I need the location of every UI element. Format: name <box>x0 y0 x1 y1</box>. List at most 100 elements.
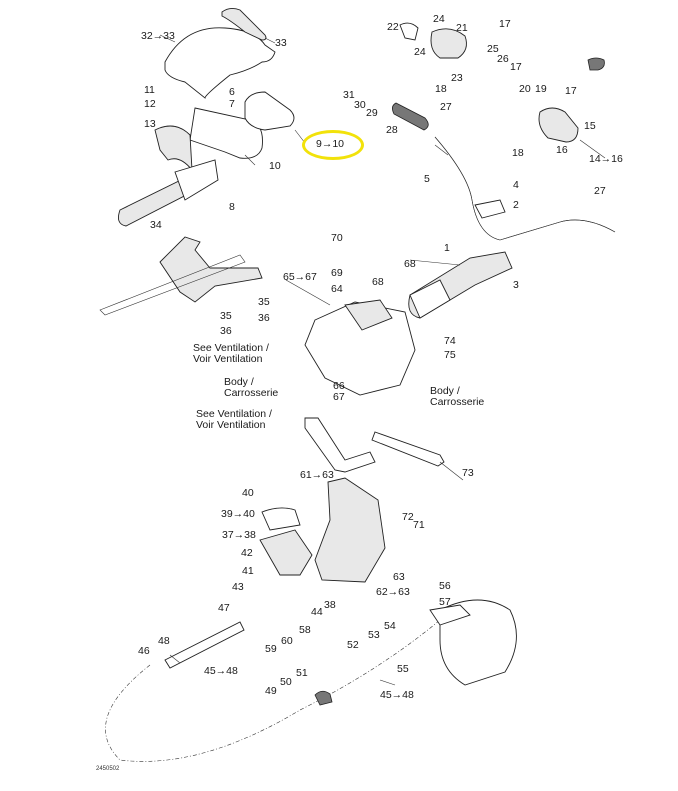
callout-8[interactable]: 8 <box>229 201 235 213</box>
callout-21[interactable]: 21 <box>456 22 468 34</box>
callout-7[interactable]: 7 <box>229 98 235 110</box>
callout-13[interactable]: 13 <box>144 118 156 130</box>
callout-15[interactable]: 15 <box>584 120 596 132</box>
callout-17c[interactable]: 17 <box>565 85 577 97</box>
right-housing-part <box>538 107 579 143</box>
callout-61-63[interactable]: 61→63 <box>300 469 334 481</box>
callout-66[interactable]: 66 <box>333 380 345 392</box>
callout-55[interactable]: 55 <box>397 663 409 675</box>
callout-12[interactable]: 12 <box>144 98 156 110</box>
link-arm-part <box>371 431 445 467</box>
callout-48[interactable]: 48 <box>158 635 170 647</box>
callout-60[interactable]: 60 <box>281 635 293 647</box>
note-see-ventilation-2: See Ventilation / Voir Ventilation <box>196 408 272 431</box>
drawing-code: 2450502 <box>96 766 120 772</box>
callout-64[interactable]: 64 <box>331 283 343 295</box>
note-see-ventilation-1: See Ventilation / Voir Ventilation <box>193 342 269 365</box>
callout-32-33[interactable]: 32→33 <box>141 30 175 42</box>
callout-34[interactable]: 34 <box>150 219 162 231</box>
callout-3[interactable]: 3 <box>513 279 519 291</box>
callout-74[interactable]: 74 <box>444 335 456 347</box>
callout-27b[interactable]: 27 <box>594 185 606 197</box>
left-throttle-housing-part <box>174 159 219 201</box>
callout-58[interactable]: 58 <box>299 624 311 636</box>
callout-59[interactable]: 59 <box>265 643 277 655</box>
callout-35b[interactable]: 35 <box>220 310 232 322</box>
callout-42[interactable]: 42 <box>241 547 253 559</box>
callout-41[interactable]: 41 <box>242 565 254 577</box>
callout-65-67[interactable]: 65→67 <box>283 271 317 283</box>
callout-14-16[interactable]: 14→16 <box>589 153 623 165</box>
callout-36b[interactable]: 36 <box>220 325 232 337</box>
callout-24b[interactable]: 24 <box>414 46 426 58</box>
callout-51[interactable]: 51 <box>296 667 308 679</box>
right-grip-part <box>392 102 429 131</box>
callout-26[interactable]: 26 <box>497 53 509 65</box>
callout-18a[interactable]: 18 <box>435 83 447 95</box>
display-strip-part <box>221 7 267 41</box>
callout-23[interactable]: 23 <box>451 72 463 84</box>
callout-73[interactable]: 73 <box>462 467 474 479</box>
callout-5[interactable]: 5 <box>424 173 430 185</box>
callout-45-48a[interactable]: 45→48 <box>204 665 238 677</box>
callout-10[interactable]: 10 <box>269 160 281 172</box>
callout-50[interactable]: 50 <box>280 676 292 688</box>
callout-18b[interactable]: 18 <box>512 147 524 159</box>
callout-20[interactable]: 20 <box>519 83 531 95</box>
callout-2[interactable]: 2 <box>513 199 519 211</box>
callout-49[interactable]: 49 <box>265 685 277 697</box>
highlight-ring <box>302 130 364 160</box>
callout-27a[interactable]: 27 <box>440 101 452 113</box>
callout-6[interactable]: 6 <box>229 86 235 98</box>
callout-35a[interactable]: 35 <box>258 296 270 308</box>
cover-22-part <box>399 22 419 41</box>
callout-54[interactable]: 54 <box>384 620 396 632</box>
callout-29[interactable]: 29 <box>366 107 378 119</box>
callout-25[interactable]: 25 <box>487 43 499 55</box>
callout-46[interactable]: 46 <box>138 645 150 657</box>
callout-52[interactable]: 52 <box>347 639 359 651</box>
callout-1[interactable]: 1 <box>444 242 450 254</box>
callout-40[interactable]: 40 <box>242 487 254 499</box>
cable-nut-part <box>314 690 333 706</box>
callout-75[interactable]: 75 <box>444 349 456 361</box>
callout-28[interactable]: 28 <box>386 124 398 136</box>
callout-53[interactable]: 53 <box>368 629 380 641</box>
callout-17a[interactable]: 17 <box>499 18 511 30</box>
callout-68a[interactable]: 68 <box>404 258 416 270</box>
note-body-left: Body / Carrosserie <box>224 376 279 399</box>
callout-9-10[interactable]: 9→10 <box>316 138 345 150</box>
callout-33[interactable]: 33 <box>275 37 287 49</box>
callout-19[interactable]: 19 <box>535 83 547 95</box>
callout-45-48b[interactable]: 45→48 <box>380 689 414 701</box>
callout-38[interactable]: 38 <box>324 599 336 611</box>
callout-72[interactable]: 72 <box>402 511 414 523</box>
callout-24a[interactable]: 24 <box>433 13 445 25</box>
callout-69[interactable]: 69 <box>331 267 343 279</box>
callout-11[interactable]: 11 <box>144 84 155 96</box>
callout-39-40[interactable]: 39→40 <box>221 508 255 520</box>
callout-44[interactable]: 44 <box>311 606 323 618</box>
callout-17b[interactable]: 17 <box>510 61 522 73</box>
callout-43[interactable]: 43 <box>232 581 244 593</box>
callout-47[interactable]: 47 <box>218 602 230 614</box>
cable-end-part <box>164 621 245 669</box>
callout-67[interactable]: 67 <box>333 391 345 403</box>
left-grip-part <box>118 177 193 227</box>
callout-4[interactable]: 4 <box>513 179 519 191</box>
callout-22[interactable]: 22 <box>387 21 399 33</box>
callout-37-38[interactable]: 37→38 <box>222 529 256 541</box>
callout-36a[interactable]: 36 <box>258 312 270 324</box>
callout-68b[interactable]: 68 <box>372 276 384 288</box>
callout-31[interactable]: 31 <box>343 89 355 101</box>
callout-57[interactable]: 57 <box>439 596 451 608</box>
callout-56[interactable]: 56 <box>439 580 451 592</box>
callout-63[interactable]: 63 <box>393 571 405 583</box>
callout-71[interactable]: 71 <box>413 519 425 531</box>
callout-62-63[interactable]: 62→63 <box>376 586 410 598</box>
callout-70[interactable]: 70 <box>331 232 343 244</box>
side-guard-part <box>159 236 263 303</box>
callout-16[interactable]: 16 <box>556 144 568 156</box>
callout-30[interactable]: 30 <box>354 99 366 111</box>
